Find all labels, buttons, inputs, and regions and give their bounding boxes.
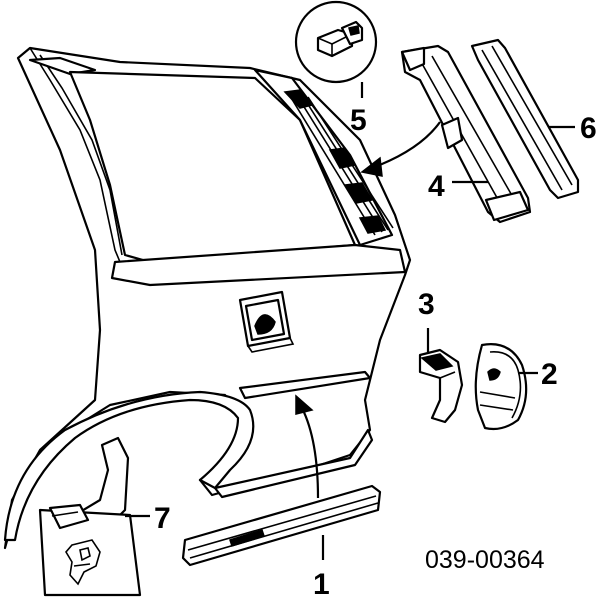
lion-emblem: [65, 539, 101, 586]
mud-flap: [38, 436, 142, 597]
window-channel-strip: [400, 44, 532, 224]
callout-7: 7: [154, 502, 171, 535]
callout-3: 3: [418, 288, 435, 321]
window-seal-strip: [470, 38, 580, 200]
callout-1: 1: [313, 568, 330, 600]
catalog-number: 039-00364: [425, 546, 545, 574]
fuel-filler-door: [238, 290, 295, 353]
vent-grille: [283, 89, 394, 236]
retaining-clip-detail: [294, 0, 378, 84]
callout-5: 5: [350, 104, 367, 137]
assembly-arrow-5: [360, 121, 441, 177]
callout-2: 2: [541, 358, 558, 391]
rocker-moulding: [181, 484, 382, 567]
tail-lamp-bracket: [474, 343, 528, 431]
callout-4: 4: [428, 170, 445, 203]
callout-6: 6: [580, 112, 597, 145]
assembly-arrow-1: [295, 394, 320, 499]
hinge-bracket: [418, 348, 464, 424]
